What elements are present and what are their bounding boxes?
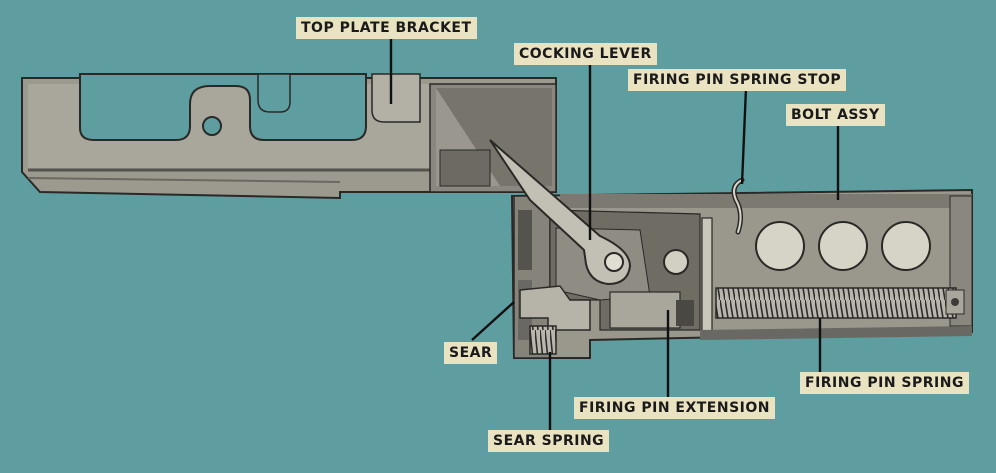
cocking-lever-part [489,139,632,286]
label-sear: SEAR [444,342,498,364]
top-plate-bracket-part [21,73,557,200]
firing-pin-spring-part [715,287,965,319]
label-cocking-lever: COCKING LEVER [514,43,657,65]
label-bolt-assy: BOLT ASSY [786,104,885,126]
label-sear-spring: SEAR SPRING [488,430,610,452]
leader-firing-pin-spring-stop [740,87,748,185]
firing-pin-spring-stop-part [731,177,745,235]
leader-sear [471,301,515,341]
label-firing-pin-spring: FIRING PIN SPRING [800,372,969,394]
leader-lines [389,36,840,430]
label-firing-pin-extension: FIRING PIN EXTENSION [574,397,776,419]
sear-spring-part [529,325,557,355]
label-firing-pin-spring-stop: FIRING PIN SPRING STOP [628,69,847,91]
label-top-plate-bracket: TOP PLATE BRACKET [296,17,477,39]
sear-part [519,285,591,331]
